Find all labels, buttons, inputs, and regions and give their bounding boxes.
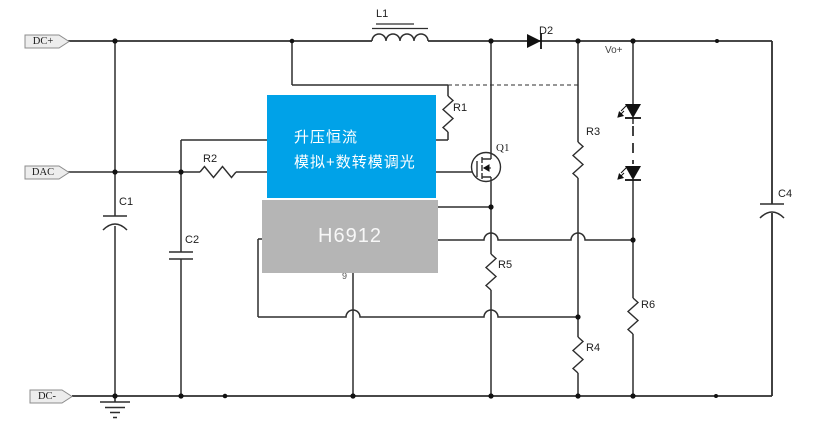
- chip-body: H6912: [262, 200, 438, 273]
- vout-net-label: Vo+: [605, 45, 623, 56]
- c4-label: C4: [778, 188, 793, 200]
- vin-r1-wire: [291, 41, 449, 96]
- resistor-r3-symbol: [571, 141, 585, 179]
- led1-symbol: [618, 104, 641, 118]
- r2-label: R2: [203, 153, 218, 165]
- dac-port-label: DAC: [31, 167, 55, 178]
- diode-label: D2: [539, 25, 554, 37]
- chip-part-number: H6912: [318, 225, 382, 247]
- feedback-wire: [257, 238, 578, 318]
- c1-label: C1: [119, 196, 134, 208]
- feature-text-line2: 模拟+数转模调光: [294, 154, 416, 171]
- feature-text-line1: 升压恒流: [294, 129, 359, 146]
- resistor-r1-symbol: [441, 95, 455, 133]
- dac-port-shape: [24, 165, 70, 180]
- c2-label: C2: [185, 234, 200, 246]
- diode-symbol: [527, 33, 542, 49]
- mosfet-symbol: [470, 151, 502, 183]
- r3-label: R3: [586, 126, 601, 138]
- r1-label: R1: [453, 102, 468, 114]
- chip-pin9-label: 9: [342, 271, 348, 281]
- r6-label: R6: [641, 299, 656, 311]
- r5-label: R5: [498, 259, 513, 271]
- r4-label: R4: [586, 342, 601, 354]
- inductor-symbol: [371, 23, 429, 42]
- dc-plus-port-shape: [24, 34, 70, 49]
- inductor-label: L1: [376, 8, 389, 20]
- capacitor-c1-symbol: [102, 215, 128, 231]
- feature-highlight-box: 升压恒流 模拟+数转模调光: [267, 95, 436, 198]
- dc-plus-port-label: DC+: [32, 36, 54, 47]
- junction-dots: [112, 38, 719, 399]
- mosfet-label: Q1: [496, 142, 510, 154]
- capacitor-c2-symbol: [169, 251, 193, 260]
- c2-branch-wire: [180, 139, 267, 396]
- resistor-r6-symbol: [626, 297, 640, 335]
- led2-symbol: [618, 166, 641, 180]
- resistor-r2-symbol: [199, 165, 237, 179]
- capacitor-c4-symbol: [759, 203, 785, 219]
- led-sense-wire: [437, 232, 633, 241]
- dc-minus-port-shape: [29, 389, 73, 404]
- ground-symbol: [100, 396, 130, 419]
- resistor-r5-symbol: [484, 253, 498, 291]
- resistor-r4-symbol: [571, 336, 585, 374]
- dc-minus-port-label: DC-: [37, 391, 57, 402]
- power-rails: [68, 40, 773, 397]
- r1-pin-wire: [436, 132, 449, 141]
